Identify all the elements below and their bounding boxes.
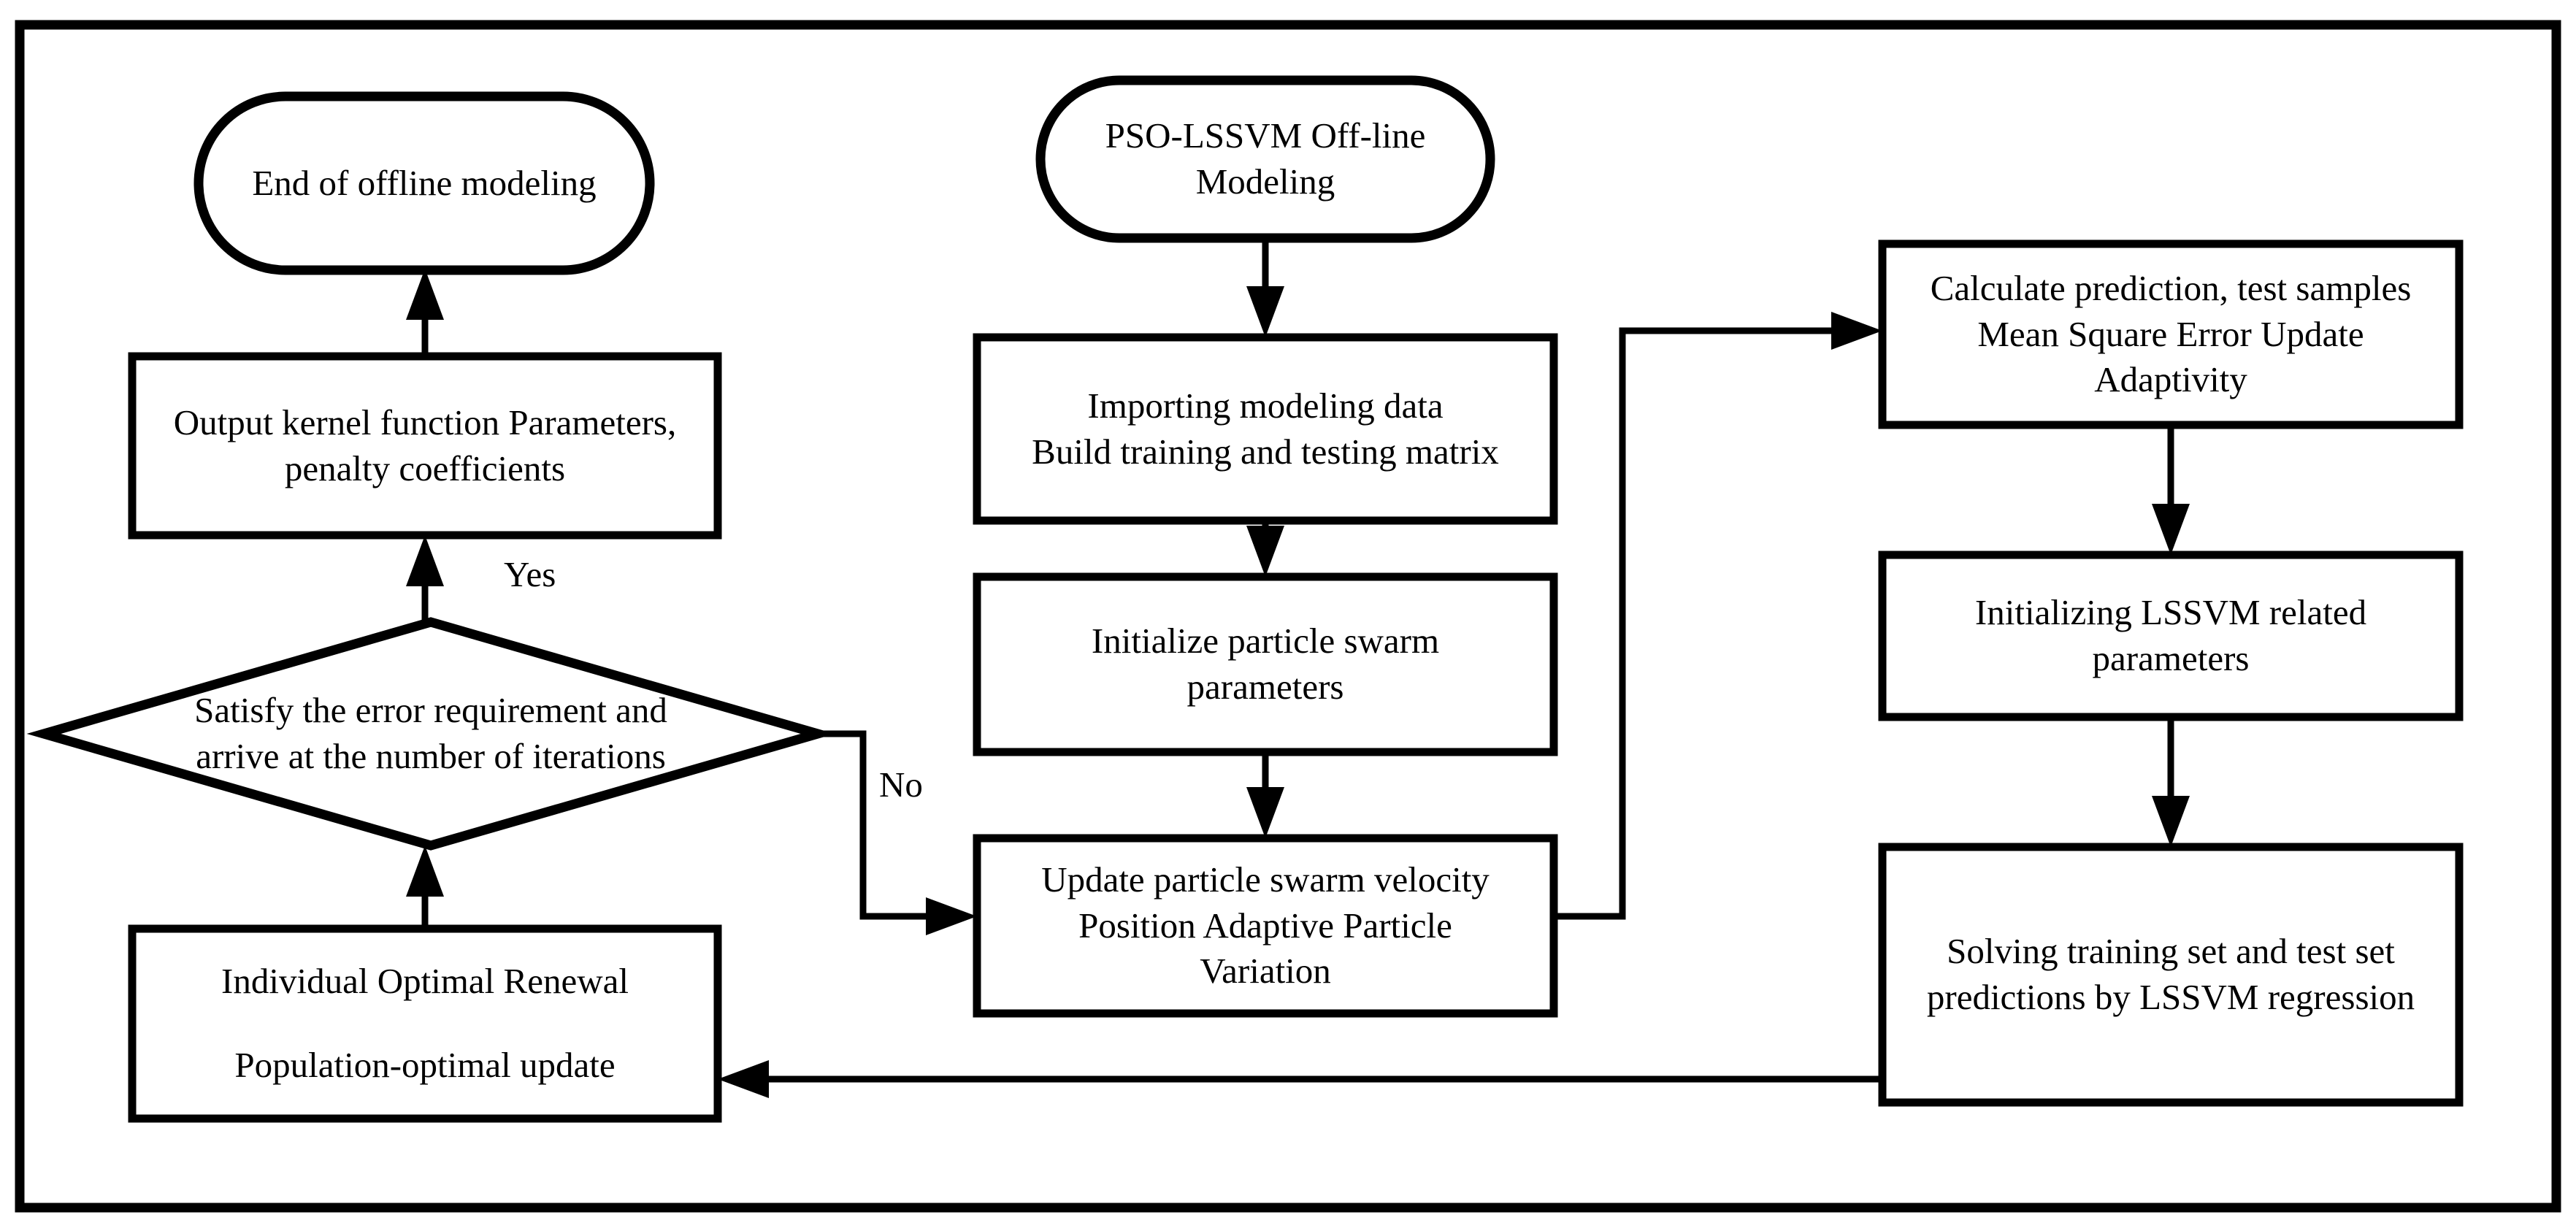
- edge-satisfy-no-to-update: [818, 730, 977, 935]
- edge-individual-to-satisfy: [406, 845, 444, 929]
- edge-initializing-to-solving: [2152, 717, 2190, 847]
- edge-start-to-importing: [1246, 238, 1284, 337]
- node-update-swarm[interactable]: [973, 834, 1558, 1018]
- edge-label-yes: Yes: [504, 554, 556, 594]
- node-calculate-prediction[interactable]: [1878, 239, 2464, 429]
- node-solving-predictions[interactable]: [1878, 843, 2464, 1107]
- edge-importing-to-initialize: [1246, 521, 1284, 577]
- node-importing-data[interactable]: [973, 333, 1558, 525]
- edge-satisfy-yes-to-output: [406, 535, 444, 622]
- node-initializing-lssvm[interactable]: [1878, 551, 2464, 721]
- edge-update-to-calculate: [1554, 312, 1882, 920]
- edge-calculate-to-initializing: [2152, 425, 2190, 555]
- edge-output-to-end: [406, 269, 444, 356]
- node-individual-optimal[interactable]: [128, 924, 722, 1123]
- node-satisfy-error[interactable]: [26, 617, 835, 851]
- node-initialize-swarm[interactable]: [973, 572, 1558, 756]
- node-output-kernel[interactable]: [128, 352, 722, 540]
- outer-frame: [15, 20, 2561, 1213]
- edge-label-no: No: [879, 764, 923, 805]
- node-end-offline-modeling[interactable]: [193, 91, 655, 275]
- edge-initialize-to-update: [1246, 752, 1284, 838]
- node-pso-lssvm-start[interactable]: [1035, 75, 1495, 243]
- edge-solving-to-individual: [718, 1060, 1882, 1098]
